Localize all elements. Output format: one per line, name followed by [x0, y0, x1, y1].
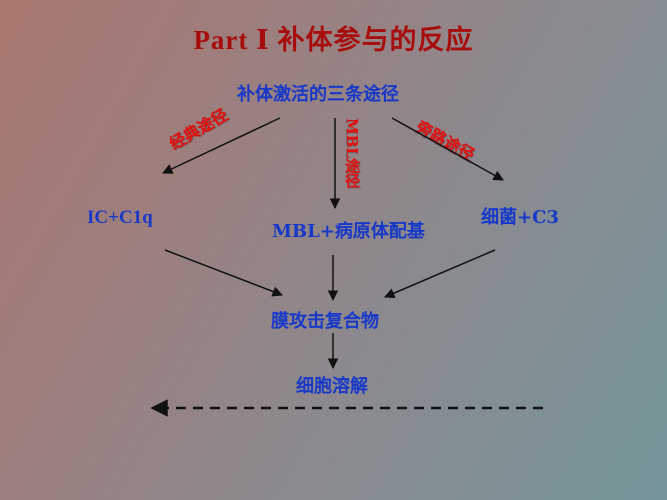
slide-title: Part Ⅰ 补体参与的反应	[193, 25, 474, 55]
node-bacteria-c3: 细菌+C3	[481, 207, 559, 228]
node-membrane-attack-complex: 膜攻击复合物	[271, 311, 379, 332]
arrow-right-to-mac	[384, 249, 496, 299]
node-mbl-pathogen: MBL+病原体配基	[272, 221, 425, 242]
node-ic-c1q: IC+C1q	[87, 207, 153, 228]
arrow-top-to-right	[391, 117, 504, 181]
node-cell-lysis: 细胞溶解	[296, 376, 368, 397]
arrow-left-to-mac	[164, 249, 283, 297]
label-mbl-pathway: MBL途径	[343, 118, 361, 188]
arrow-top-to-left	[162, 117, 281, 174]
node-three-pathways: 补体激活的三条途径	[237, 84, 399, 105]
